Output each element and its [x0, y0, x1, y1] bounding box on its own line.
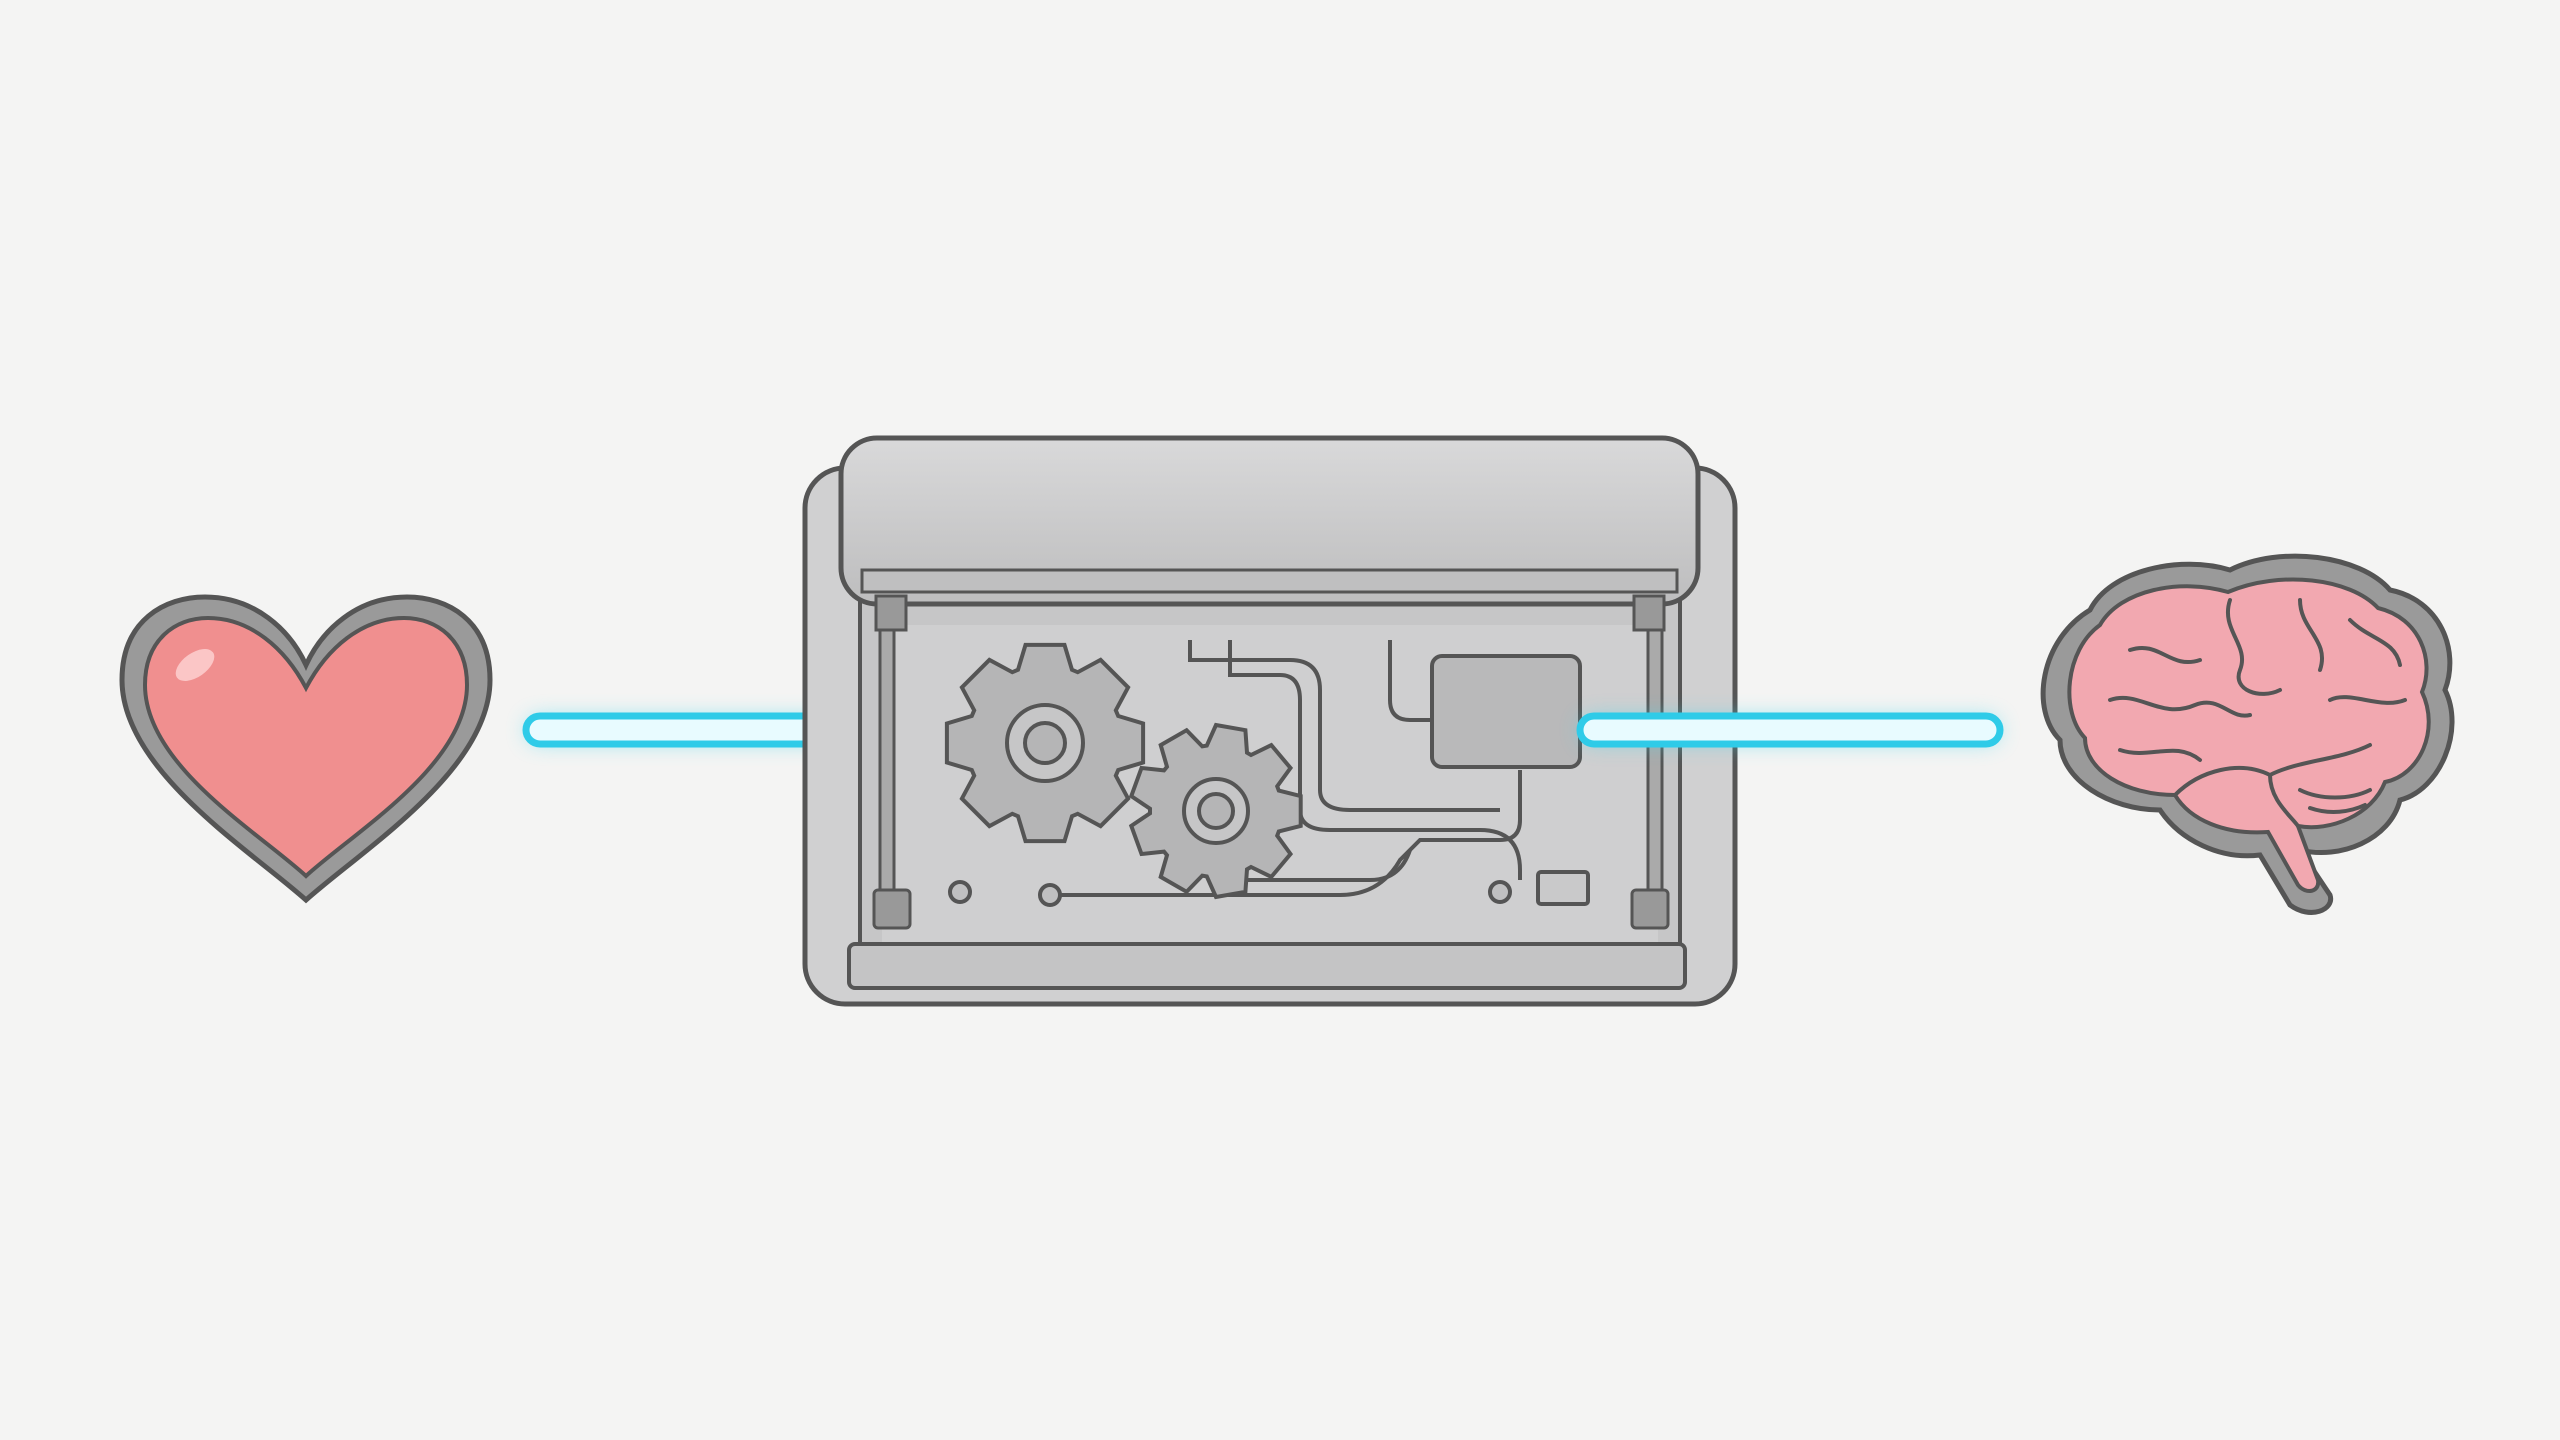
connector-beam-right	[1576, 712, 2004, 748]
heart-icon	[119, 594, 493, 904]
chip-icon	[1430, 654, 1582, 769]
gear-icon-small	[1128, 722, 1303, 900]
brain-icon	[2040, 553, 2455, 915]
gear-icon-large	[944, 642, 1146, 844]
